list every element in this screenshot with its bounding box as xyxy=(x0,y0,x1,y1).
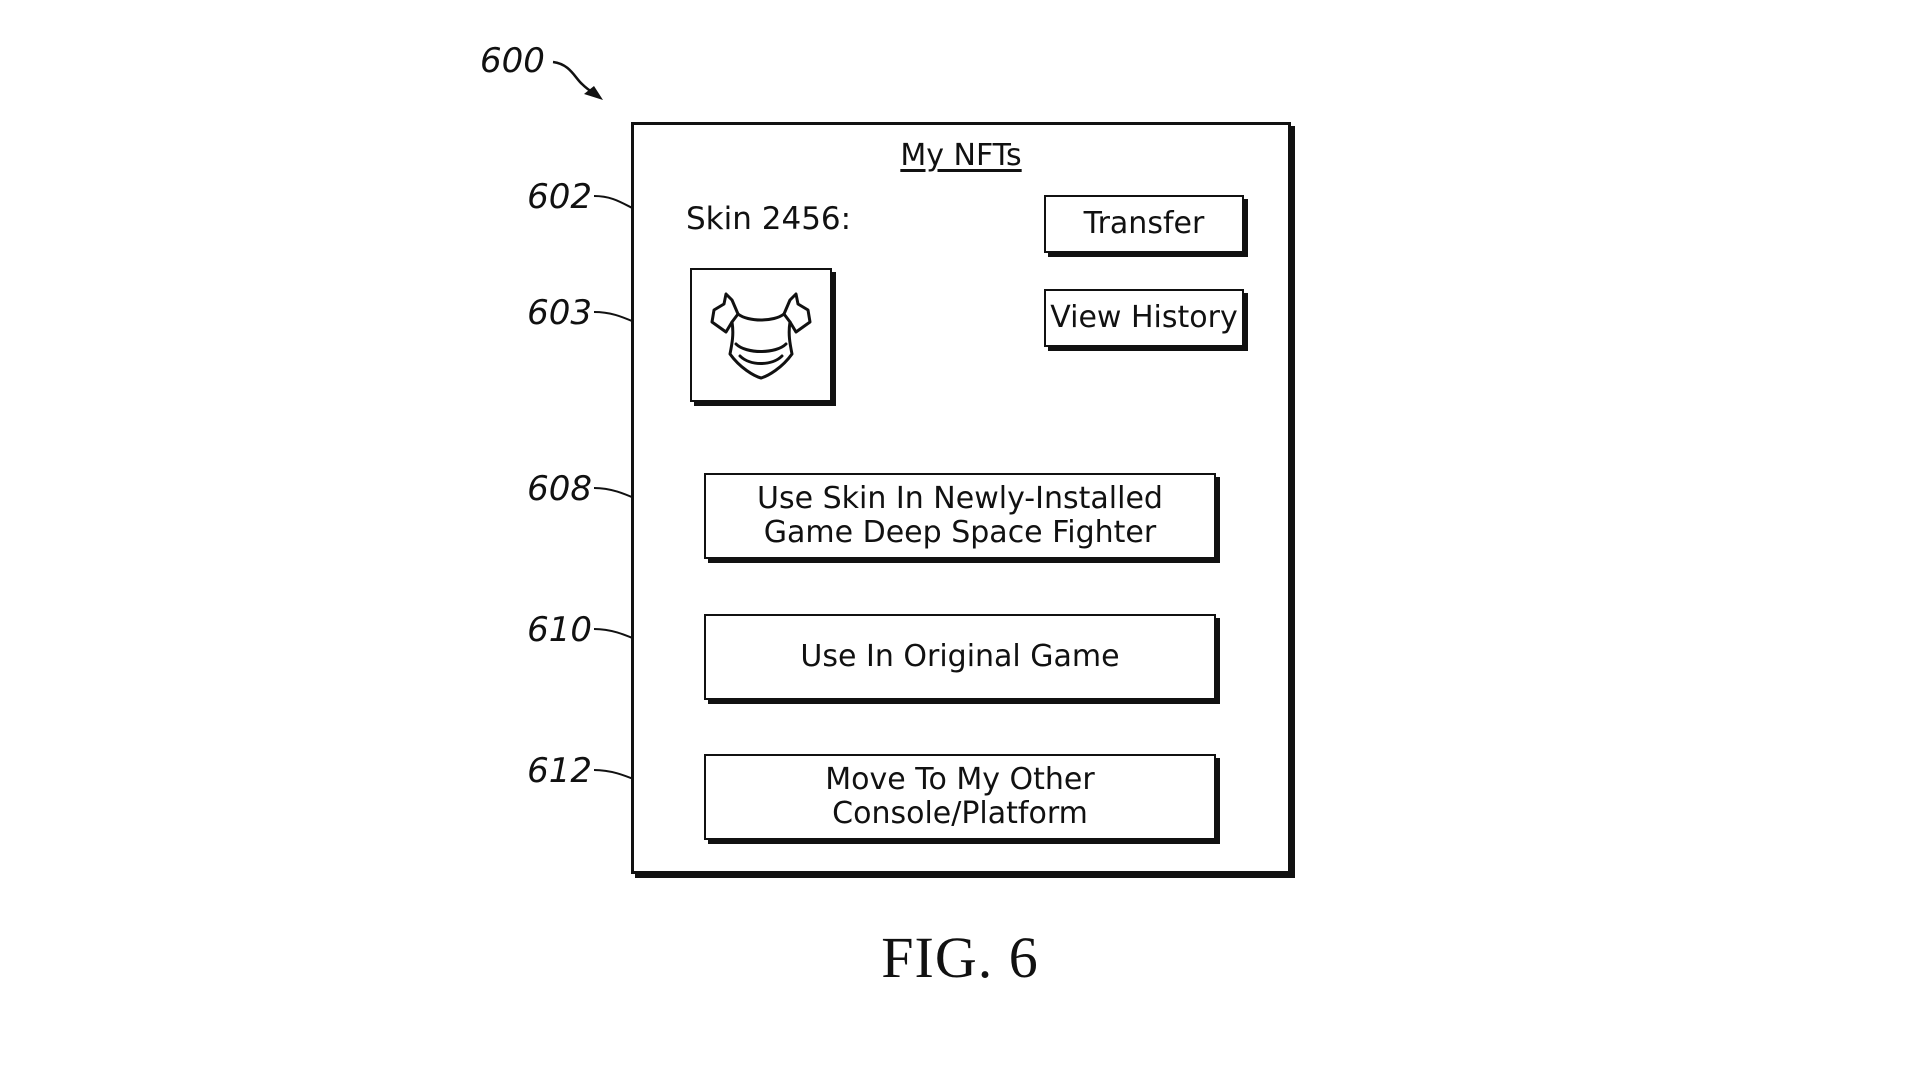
ref-608: 608 xyxy=(527,469,592,509)
item-image[interactable] xyxy=(690,268,832,402)
transfer-button[interactable]: Transfer xyxy=(1044,195,1244,253)
armor-vest-icon xyxy=(710,292,812,380)
transfer-button-label: Transfer xyxy=(1083,206,1205,241)
item-label: Skin 2456: xyxy=(686,201,852,237)
use-in-new-game-line2: Game Deep Space Fighter xyxy=(763,515,1157,550)
use-in-new-game-button[interactable]: Use Skin In Newly-Installed Game Deep Sp… xyxy=(704,473,1216,559)
arrowhead-icon xyxy=(584,86,603,100)
panel-title: My NFTs xyxy=(900,138,1022,173)
ref-603: 603 xyxy=(527,293,592,333)
view-history-button[interactable]: View History xyxy=(1044,289,1244,347)
move-to-other-platform-line2: Console/Platform xyxy=(832,796,1088,831)
ref-610: 610 xyxy=(527,610,592,650)
figure-caption: FIG. 6 xyxy=(881,925,1039,990)
my-nfts-panel: My NFTs Skin 2456: xyxy=(631,122,1291,874)
ref-602: 602 xyxy=(527,177,592,217)
use-in-original-game-button[interactable]: Use In Original Game xyxy=(704,614,1216,700)
ref-600: 600 xyxy=(480,41,545,81)
use-in-original-game-label: Use In Original Game xyxy=(800,639,1120,674)
move-to-other-platform-line1: Move To My Other xyxy=(825,762,1095,797)
ref-612: 612 xyxy=(527,751,592,791)
use-in-new-game-line1: Use Skin In Newly-Installed xyxy=(757,481,1163,516)
view-history-button-label: View History xyxy=(1050,300,1238,335)
move-to-other-platform-button[interactable]: Move To My Other Console/Platform xyxy=(704,754,1216,840)
